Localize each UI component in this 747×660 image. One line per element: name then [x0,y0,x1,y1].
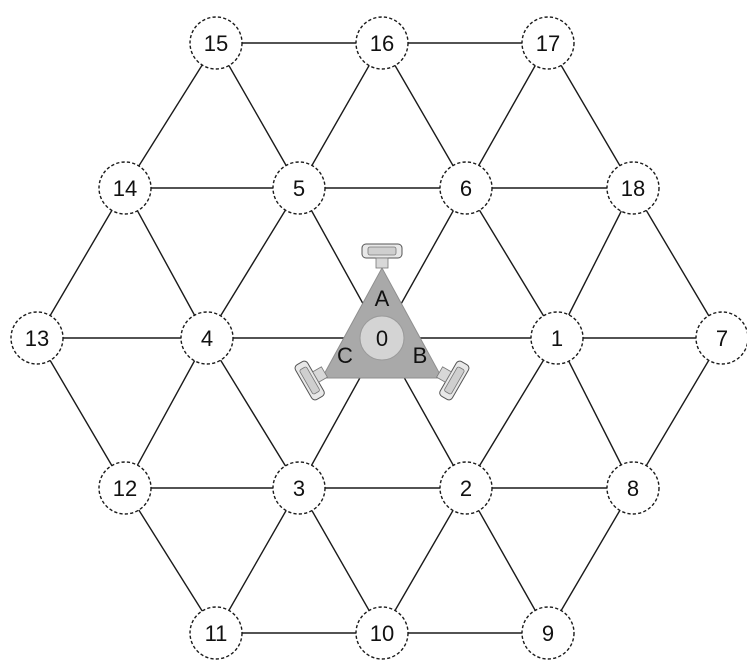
node-10: 10 [356,607,408,659]
node-label: 10 [370,621,394,646]
node-9: 9 [522,607,574,659]
node-13: 13 [11,312,63,364]
node-label: 17 [536,31,560,56]
node-1: 1 [531,312,583,364]
edge-13-12 [37,338,125,488]
node-label-0: 0 [376,326,388,351]
node-label: 2 [460,476,472,501]
node-label: 5 [293,176,305,201]
node-label: 12 [113,476,137,501]
node-5: 5 [273,162,325,214]
node-label: 6 [460,176,472,201]
node-label: 4 [201,326,213,351]
edge-18-7 [633,188,722,338]
node-label: 9 [542,621,554,646]
node-15: 15 [190,17,242,69]
node-4: 4 [181,312,233,364]
node-label: 15 [204,31,228,56]
node-label: 13 [25,326,49,351]
node-label: 7 [716,326,728,351]
node-label: 1 [551,326,563,351]
node-2: 2 [440,462,492,514]
node-3: 3 [273,462,325,514]
node-label: 3 [293,476,305,501]
node-label: 16 [370,31,394,56]
node-label: 14 [113,176,137,201]
node-12: 12 [99,462,151,514]
node-label: 11 [205,621,228,646]
node-16: 16 [356,17,408,69]
node-7: 7 [696,312,747,364]
edge-6-1 [466,188,557,338]
wheel-label-b: B [413,343,428,368]
edge-4-3 [207,338,299,488]
node-6: 6 [440,162,492,214]
node-8: 8 [607,462,659,514]
node-18: 18 [607,162,659,214]
wheel-label-c: C [337,343,353,368]
wheel-label-a: A [375,286,390,311]
wheel-a [362,244,402,268]
node-17: 17 [522,17,574,69]
robot: A B C 0 [294,244,471,401]
node-label: 18 [621,176,645,201]
node-14: 14 [99,162,151,214]
node-label: 8 [627,476,639,501]
node-11: 11 [190,607,242,659]
